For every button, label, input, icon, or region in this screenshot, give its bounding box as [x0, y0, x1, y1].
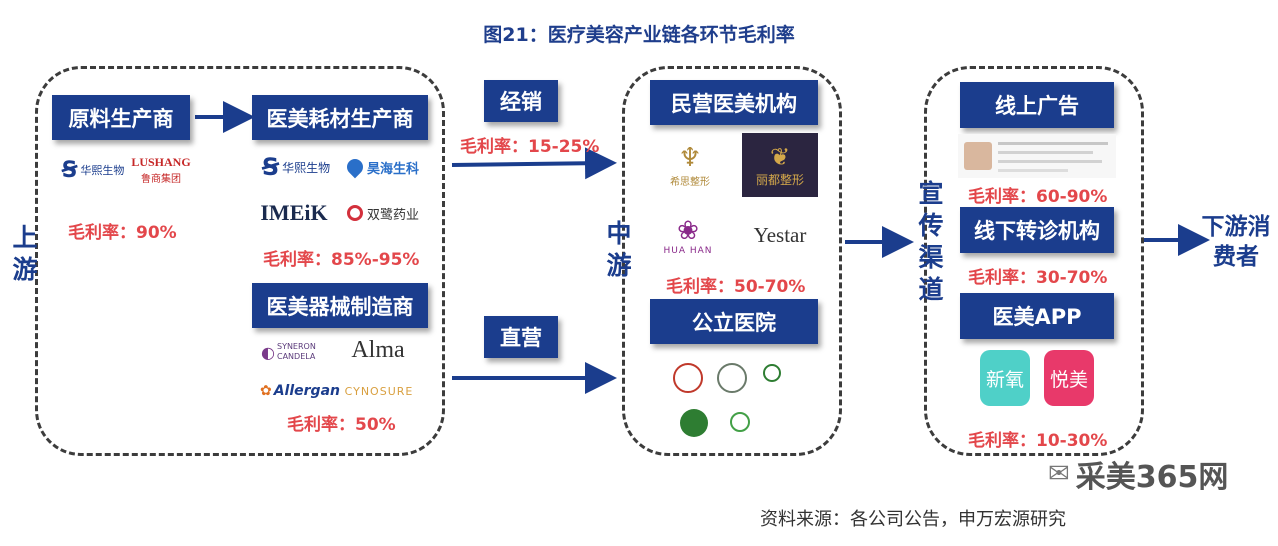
hospital-emblem-icon [673, 363, 703, 393]
distribution-box: 经销 [484, 80, 558, 122]
shuanglu-mark-icon [346, 205, 363, 221]
upstream-zone [35, 66, 445, 456]
private-clinic-box: 民营医美机构 [650, 80, 818, 125]
syneron-mark-icon: ◐ [261, 342, 275, 362]
medical-app-box: 医美APP [960, 293, 1114, 339]
app-xinyang: 新氧 [985, 368, 1024, 391]
midstream-label: 中游 [606, 219, 632, 280]
brand-logo-alma: Alma [342, 333, 414, 367]
brand-logo-yestar: Yestar [740, 210, 820, 260]
channels-label: 宣传渠道 [918, 179, 944, 304]
allergan-mark-icon: ✿ [259, 383, 272, 399]
brand-logo-shuanglu: 双鹭药业 [338, 198, 428, 228]
brand-shuanglu: 双鹭药业 [366, 207, 419, 223]
brand-lushang: LUSHANG [131, 155, 191, 169]
brand-allergan: Allergan [273, 383, 340, 399]
brand-xisi: 希思整形 [670, 176, 710, 188]
brand-huaxi: 华熙生物 [80, 164, 125, 177]
midstream-zone [622, 66, 842, 456]
brand-cynosure: CYNOSURE [344, 384, 414, 398]
huaxi-mark-icon: Ꞩ [61, 157, 78, 183]
ad-text-line [998, 142, 1108, 145]
brand-logo-imeik: IMEiK [255, 198, 333, 228]
ad-avatar [964, 142, 992, 170]
drop-icon [343, 155, 367, 179]
huaxi-mark-icon: Ꞩ [261, 153, 280, 181]
brand-logo-haohai: 昊海生科 [342, 150, 424, 184]
hospital-emblem-icon [730, 412, 750, 432]
consumables-box: 医美耗材生产商 [252, 95, 428, 140]
medical-app-margin: 毛利率：10-30% [968, 431, 1108, 451]
app-icon-xinyang: 新氧 [980, 350, 1030, 406]
figure-title: 图21：医疗美容产业链各环节毛利率 [483, 24, 795, 46]
brand-syneron: SYNERON CANDELA [276, 342, 316, 361]
online-ads-screenshot [958, 134, 1116, 178]
brand-logo-huaxi-2: Ꞩ 华熙生物 [255, 150, 337, 184]
ad-text-line [998, 160, 1102, 163]
private-clinic-margin: 毛利率：50-70% [666, 277, 806, 297]
brand-huaxi-2: 华熙生物 [282, 160, 331, 175]
downstream-label: 下游消费者 [1201, 214, 1271, 270]
brand-logo-lidu: ❦ 丽都整形 [742, 133, 818, 197]
app-icon-yuemei: 悦美 [1044, 350, 1094, 406]
brand-logo-huahan: ❀ HUA HAN [650, 208, 726, 264]
raw-material-box: 原料生产商 [52, 95, 190, 140]
direct-box: 直营 [484, 316, 558, 358]
source-note: 资料来源：各公司公告，申万宏源研究 [760, 509, 1066, 530]
brand-logo-allergan: ✿ Allergan [258, 377, 342, 405]
ad-text-line [998, 151, 1093, 154]
xisi-emblem-icon: ♆ [678, 142, 702, 173]
distribution-margin: 毛利率：15-25% [460, 137, 600, 157]
ad-text-line [998, 169, 1068, 172]
brand-logo-lushang: LUSHANG 鲁商集团 [128, 150, 194, 190]
arrow-distribution [451, 147, 617, 180]
brand-logo-syneron: ◐ SYNERON CANDELA [258, 337, 340, 367]
devices-box: 医美器械制造商 [252, 283, 428, 328]
raw-material-margin: 毛利率：90% [68, 223, 177, 243]
swan-icon: ❦ [769, 142, 791, 171]
watermark-text: 采美365网 [1075, 460, 1229, 495]
brand-yestar: Yestar [753, 222, 807, 247]
lotus-icon: ❀ [677, 216, 699, 246]
app-yuemei: 悦美 [1049, 368, 1088, 391]
brand-lushang-cn: 鲁商集团 [141, 174, 181, 185]
hospital-emblem-icon [717, 363, 747, 393]
public-hospital-box: 公立医院 [650, 299, 818, 344]
online-ads-margin: 毛利率：60-90% [968, 187, 1108, 207]
consumables-margin: 毛利率：85%-95% [263, 250, 420, 270]
brand-logo-xisi: ♆ 希思整形 [650, 133, 730, 197]
brand-huahan: HUA HAN [663, 246, 713, 256]
brand-lidu: 丽都整形 [755, 172, 804, 187]
brand-haohai: 昊海生科 [366, 161, 419, 177]
wechat-icon: ✉ [1048, 459, 1070, 489]
watermark: ✉ 采美365网 [1048, 452, 1228, 496]
brand-alma: Alma [351, 336, 405, 363]
devices-margin: 毛利率：50% [287, 415, 396, 435]
brand-logo-huaxi: Ꞩ 华熙生物 [58, 155, 128, 185]
brand-imeik: IMEiK [260, 200, 328, 225]
offline-referral-box: 线下转诊机构 [960, 207, 1114, 253]
brand-logo-cynosure: CYNOSURE [342, 377, 416, 405]
online-ads-box: 线上广告 [960, 82, 1114, 128]
channels-zone [924, 66, 1144, 456]
upstream-label: 上游 [12, 223, 38, 284]
hospital-emblem-icon [680, 409, 708, 437]
public-hospital-logos [673, 363, 781, 437]
hospital-emblem-icon [763, 364, 781, 382]
offline-referral-margin: 毛利率：30-70% [968, 268, 1108, 288]
